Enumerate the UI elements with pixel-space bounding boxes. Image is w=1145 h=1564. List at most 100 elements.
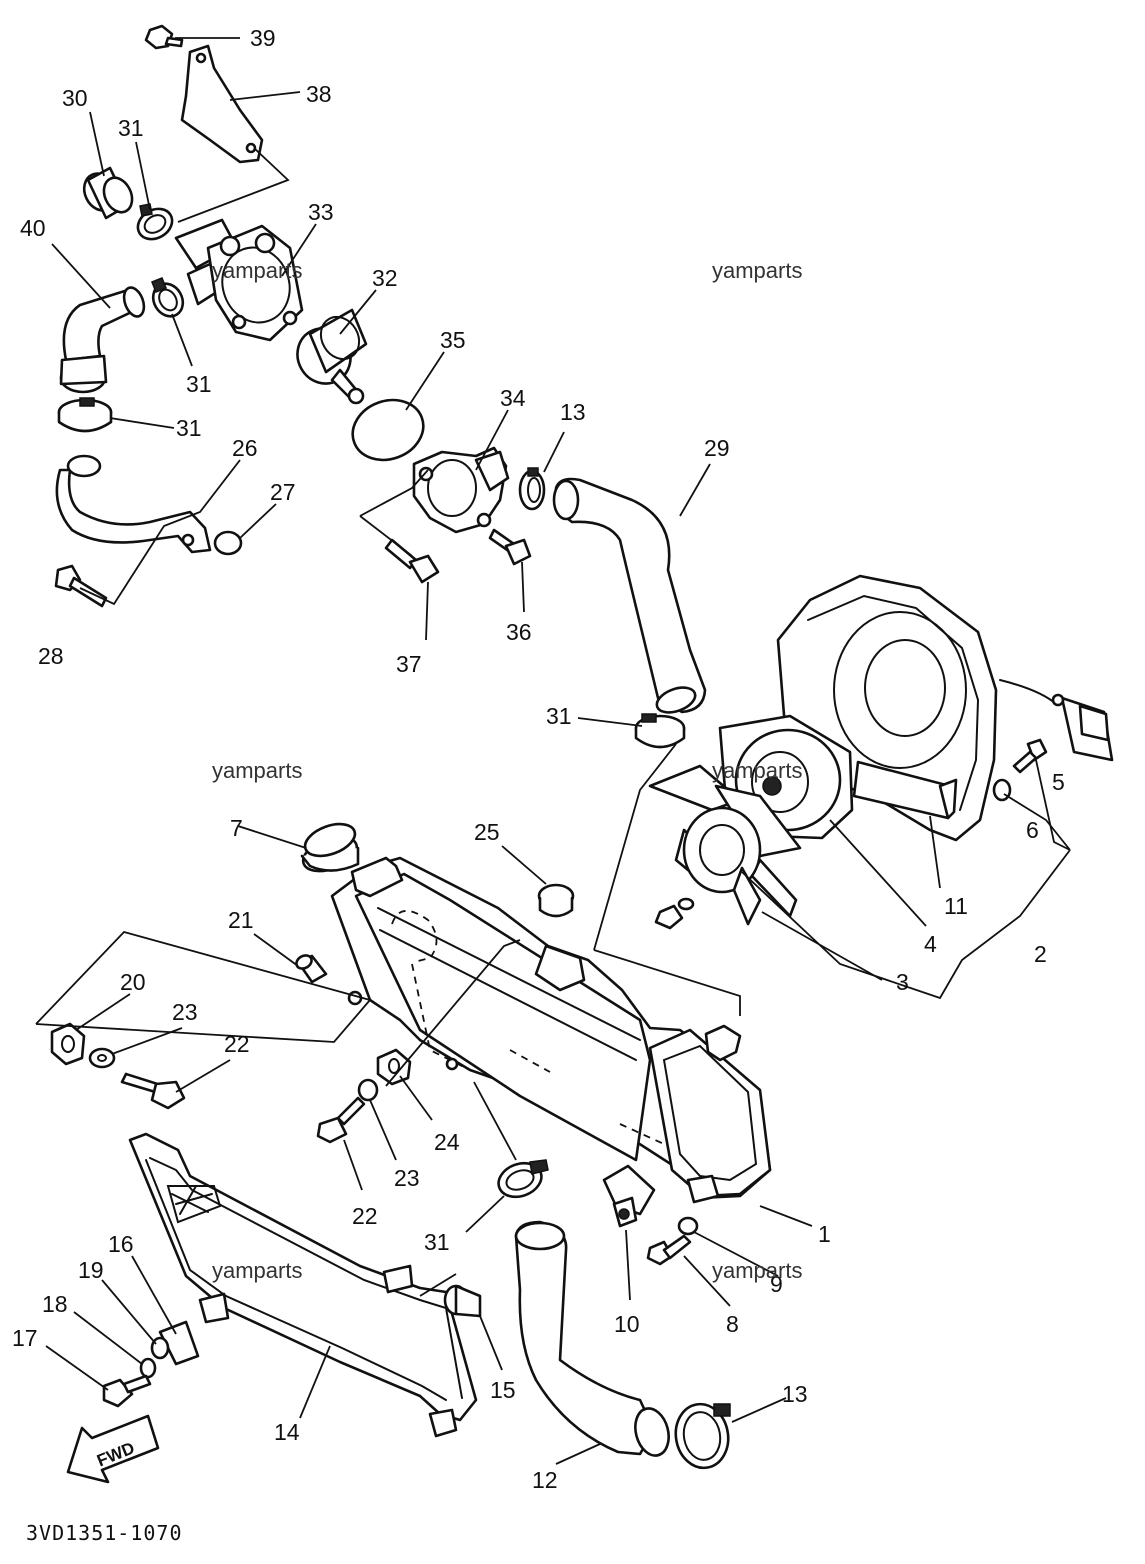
callout-22: 22	[352, 1203, 378, 1229]
callout-11: 11	[944, 893, 968, 919]
callout-9: 9	[770, 1271, 783, 1297]
grommet-24	[376, 1048, 412, 1086]
clamp-31-b	[151, 277, 185, 318]
bolt-37	[384, 538, 440, 584]
callout-14: 14	[274, 1419, 300, 1445]
callout-13: 13	[560, 399, 586, 425]
watermark: yamparts	[212, 258, 302, 283]
callout-37: 37	[396, 651, 422, 677]
bolt-39	[144, 24, 184, 50]
thermo-switch-10	[602, 1164, 656, 1228]
bolt-36	[488, 528, 532, 566]
callout-21: 21	[228, 907, 254, 933]
clamp-13-b	[674, 1402, 731, 1470]
callout-25: 25	[474, 819, 500, 845]
collar-16	[158, 1320, 200, 1366]
cap-7	[300, 822, 360, 873]
washer-23-a	[88, 1047, 116, 1069]
callout-31: 31	[186, 371, 212, 397]
collar-25	[537, 883, 575, 918]
callout-38: 38	[306, 81, 332, 107]
callout-23: 23	[172, 999, 198, 1025]
callout-18: 18	[42, 1291, 68, 1317]
radiator-dashed-outline	[391, 910, 665, 1145]
callout-17: 17	[12, 1325, 38, 1351]
o-ring-35	[351, 398, 425, 462]
bolt-28	[54, 564, 108, 608]
callout-3: 3	[896, 969, 909, 995]
clamp-31-c	[57, 397, 113, 433]
thermostat-housing-33	[174, 218, 304, 342]
callout-20: 20	[120, 969, 146, 995]
callout-31: 31	[118, 115, 144, 141]
bolt-17	[102, 1374, 152, 1408]
callout-24: 24	[434, 1129, 460, 1155]
callout-16: 16	[108, 1231, 134, 1257]
clamp-31-a	[136, 203, 174, 241]
callout-6: 6	[1026, 817, 1039, 843]
collar-15	[443, 1284, 482, 1318]
hose-joint-30	[82, 166, 134, 220]
fan-nut	[654, 897, 695, 930]
watermarks: yamparts yamparts yamparts yamparts yamp…	[212, 258, 802, 1283]
fan-blade-3	[648, 764, 802, 926]
callout-27: 27	[270, 479, 296, 505]
callout-12: 12	[532, 1467, 558, 1493]
callout-31: 31	[424, 1229, 450, 1255]
clamp-31-d	[634, 713, 686, 749]
callout-10: 10	[614, 1311, 640, 1337]
pump-outlet-34	[412, 446, 510, 534]
hose-40	[59, 286, 146, 394]
callout-26: 26	[232, 435, 258, 461]
callout-8: 8	[726, 1311, 739, 1337]
callout-19: 19	[78, 1257, 104, 1283]
callout-33: 33	[308, 199, 334, 225]
washer-9	[677, 1216, 699, 1236]
bolt-5	[1012, 738, 1048, 774]
fwd-arrow-icon: FWD	[66, 1414, 160, 1484]
callout-1: 1	[818, 1221, 831, 1247]
callout-39: 39	[250, 25, 276, 51]
callout-35: 35	[440, 327, 466, 353]
callout-31: 31	[546, 703, 572, 729]
callout-28: 28	[38, 643, 64, 669]
watermark: yamparts	[712, 258, 802, 283]
leader-lines	[35, 37, 1071, 1465]
callout-15: 15	[490, 1377, 516, 1403]
watermark: yamparts	[212, 758, 302, 783]
callout-4: 4	[924, 931, 937, 957]
o-ring-27	[213, 530, 243, 556]
watermark: yamparts	[212, 1258, 302, 1283]
thermostat-32	[296, 308, 368, 405]
callout-22: 22	[224, 1031, 250, 1057]
callout-7: 7	[230, 815, 243, 841]
clamp-13-a	[518, 467, 546, 511]
bolt-22-a	[120, 1072, 186, 1110]
bolt-22-b	[316, 1096, 366, 1144]
resistor-11	[852, 760, 958, 820]
watermark: yamparts	[712, 758, 802, 783]
callout-2: 2	[1034, 941, 1047, 967]
callout-36: 36	[506, 619, 532, 645]
collar-21	[295, 954, 328, 984]
drawing-code: 3VD1351-1070	[26, 1521, 183, 1545]
cover-38	[180, 44, 264, 164]
radiator-guard-14	[128, 1132, 478, 1438]
radiator-1	[330, 856, 772, 1204]
washer-18	[139, 1357, 157, 1379]
clamp-31-e	[497, 1159, 549, 1199]
callout-5: 5	[1052, 769, 1065, 795]
callout-13: 13	[782, 1381, 808, 1407]
callout-32: 32	[372, 265, 398, 291]
callout-29: 29	[704, 435, 730, 461]
hose-12	[514, 1220, 670, 1457]
grommet-20	[50, 1022, 86, 1066]
callout-labels: 39 38 30 31 33 40 32 31 31 35 34 13 29 2…	[12, 25, 1065, 1493]
hose-29	[552, 477, 707, 714]
washer-23-b	[357, 1078, 379, 1102]
hose-26	[55, 454, 212, 554]
callout-30: 30	[62, 85, 88, 111]
bolt-8	[646, 1234, 692, 1266]
callout-31: 31	[176, 415, 202, 441]
